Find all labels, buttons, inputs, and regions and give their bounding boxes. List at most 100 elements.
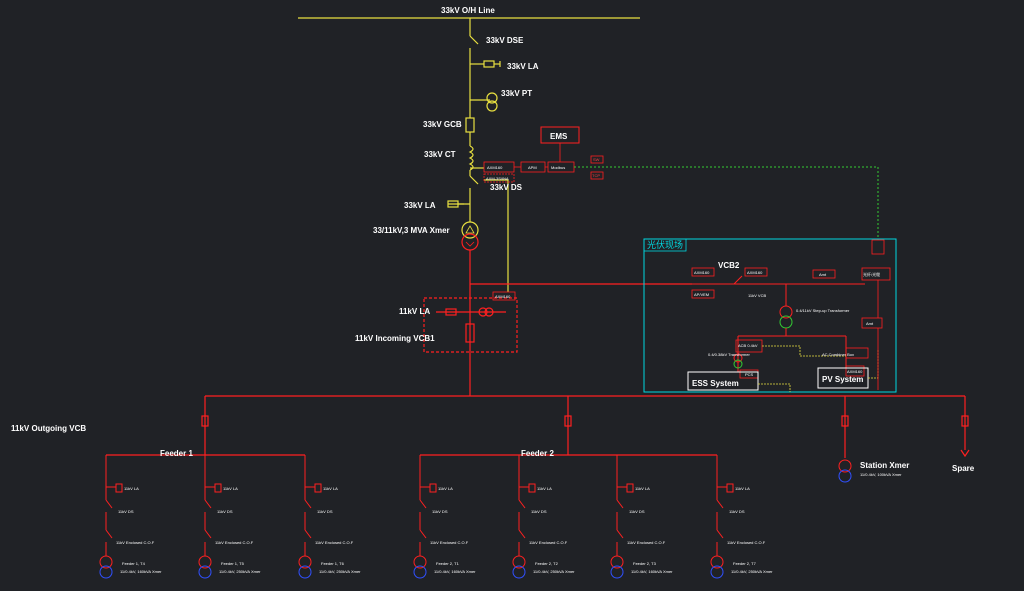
vcb2-mid-text: AXM160 bbox=[747, 270, 763, 275]
branch-spec-label: 11/0.4kV, 160kVA Xmer bbox=[434, 569, 476, 574]
incomer-panel bbox=[423, 297, 518, 353]
branch-name-label: Feeder 2, T2 bbox=[535, 561, 559, 566]
pv-site-frame bbox=[643, 238, 897, 393]
branch-ds-switch bbox=[105, 499, 113, 509]
branch-la-label: 11kV LA bbox=[537, 486, 552, 491]
pv-label: PV System bbox=[822, 375, 863, 384]
branch-breaker-label: 11kV Enclosed C.O.F bbox=[315, 540, 354, 545]
branch-spec-label: 11/0.4kV, 160kVA Xmer bbox=[631, 569, 673, 574]
fiber-box bbox=[861, 267, 891, 281]
incomer-meter-box bbox=[492, 291, 516, 301]
branch-name-label: Feeder 1, T5 bbox=[221, 561, 245, 566]
spare-label: Spare bbox=[952, 464, 975, 473]
fiber-text: 光纤/光缆 bbox=[863, 271, 880, 277]
station-xmer-symbol bbox=[838, 459, 852, 473]
xmer-secondary-winding bbox=[461, 233, 479, 251]
pt-symbol-lower bbox=[486, 100, 498, 112]
amt2-box bbox=[861, 317, 883, 329]
pt-symbol-upper bbox=[486, 92, 498, 104]
pv-site-title-box bbox=[643, 238, 687, 252]
ems-label: EMS bbox=[550, 132, 568, 141]
pt-label: 33kV PT bbox=[501, 89, 532, 98]
33kv-section bbox=[298, 17, 640, 292]
ess-system-box bbox=[687, 371, 759, 391]
branch-xmer-lv bbox=[710, 565, 724, 579]
branch-ds-label: 11kV DS bbox=[118, 509, 134, 514]
branch-name-label: Feeder 1, T4 bbox=[122, 561, 146, 566]
station-xmer-sub: 11/0.4kV, 100kVA Xmer bbox=[860, 472, 902, 477]
branch-la-symbol bbox=[314, 483, 322, 493]
branch-ds-switch bbox=[304, 499, 312, 509]
pv-stepup-note: 0.4/11kV Step-up Transformer bbox=[796, 308, 850, 313]
feeder-branches: 11kV LA 11kV DS 11kV Enclosed C.O.F Feeder … bbox=[99, 455, 773, 579]
branch-xmer-hv bbox=[710, 555, 724, 569]
fiber-top-box bbox=[871, 239, 885, 255]
branch-ds-label: 11kV DS bbox=[217, 509, 233, 514]
vcb1-label: 11kV Incoming VCB1 bbox=[355, 334, 435, 343]
branch-xmer-lv bbox=[512, 565, 526, 579]
branch-ds-label: 11kV DS bbox=[531, 509, 547, 514]
branch-ds-label: 11kV DS bbox=[432, 509, 448, 514]
la11-label: 11kV LA bbox=[399, 307, 430, 316]
branch-xmer-hv bbox=[610, 555, 624, 569]
xmer-label: 33/11kV,3 MVA Xmer bbox=[373, 226, 450, 235]
branch-name-label: Feeder 2, T7 bbox=[733, 561, 757, 566]
feeder2-label: Feeder 2 bbox=[521, 449, 554, 458]
vcb2-left-bottom-text: AP/VEM bbox=[694, 292, 709, 297]
branch-breaker-label: 11kV Enclosed C.O.F bbox=[215, 540, 254, 545]
sw-box bbox=[590, 155, 604, 164]
branch-cof-switch bbox=[616, 529, 624, 539]
ess-acb-note: ACB 0.4kV bbox=[738, 343, 758, 348]
ess-xmer-upper bbox=[733, 353, 743, 363]
branch-spec-label: 11/0.4kV, 250kVA Xmer bbox=[219, 569, 261, 574]
vcb2-note: 11kV VCB bbox=[748, 293, 766, 298]
branch-cof-switch bbox=[419, 529, 427, 539]
xmer-delta-mark bbox=[465, 225, 475, 234]
pv-meter-box bbox=[845, 365, 865, 377]
branch-xmer-lv bbox=[99, 565, 113, 579]
branch-xmer-hv bbox=[99, 555, 113, 569]
la11-symbol bbox=[445, 308, 457, 316]
branch-spec-label: 11/0.4kV, 250kVA Xmer bbox=[533, 569, 575, 574]
gcb-label: 33kV GCB bbox=[423, 120, 462, 129]
la33-top-label: 33kV LA bbox=[507, 62, 539, 71]
pv-site-label: 光伏现场 bbox=[647, 239, 683, 250]
branch-cof-switch bbox=[204, 529, 212, 539]
ct-symbol bbox=[468, 145, 474, 171]
ess-label: ESS System bbox=[692, 379, 739, 388]
incomer-meter-text: AXM160 bbox=[495, 294, 511, 299]
branch-la-symbol bbox=[626, 483, 634, 493]
ct-label: 33kV CT bbox=[424, 150, 456, 159]
branch-cof-switch bbox=[304, 529, 312, 539]
branch-name-label: Feeder 1, T6 bbox=[321, 561, 345, 566]
meter3-text: Modbus bbox=[551, 165, 565, 170]
la33-mid-label: 33kV LA bbox=[404, 201, 436, 210]
branch-spec-label: 11/0.4kV, 160kVA Xmer bbox=[120, 569, 162, 574]
dse-switch-blade bbox=[469, 35, 479, 45]
pv-right-amt-box bbox=[812, 269, 836, 279]
branch-xmer-lv bbox=[413, 565, 427, 579]
ds-label: 33kV DS bbox=[490, 183, 523, 192]
branch-name-label: Feeder 2, T1 bbox=[436, 561, 460, 566]
xmer-primary-winding bbox=[461, 221, 479, 239]
branch-xmer-hv bbox=[413, 555, 427, 569]
pv-meter-text: AXM160 bbox=[847, 369, 863, 374]
branch-cof-switch bbox=[716, 529, 724, 539]
feeder1-label: Feeder 1 bbox=[160, 449, 193, 458]
branch-la-label: 11kV LA bbox=[223, 486, 238, 491]
branch-ds-switch bbox=[616, 499, 624, 509]
branch-la-symbol bbox=[115, 483, 123, 493]
vcb1-symbol bbox=[465, 323, 475, 343]
vcb2-left-box-bottom bbox=[691, 289, 715, 299]
branch-breaker-label: 11kV Enclosed C.O.F bbox=[727, 540, 766, 545]
meter1-text: AXM160 bbox=[487, 165, 503, 170]
branch-cof-switch bbox=[105, 529, 113, 539]
gcb-symbol bbox=[465, 117, 475, 133]
branch-xmer-hv bbox=[512, 555, 526, 569]
